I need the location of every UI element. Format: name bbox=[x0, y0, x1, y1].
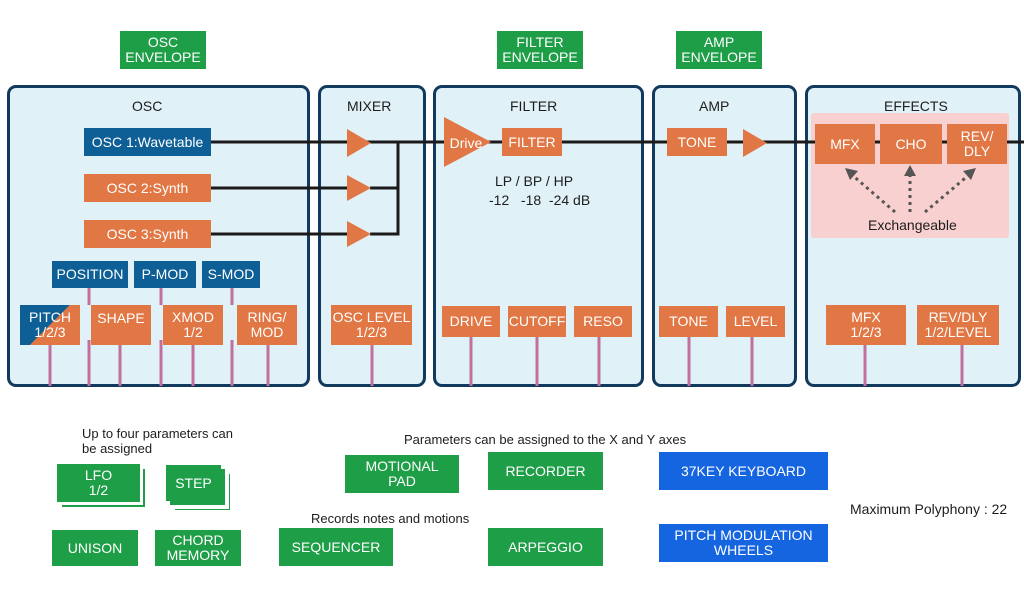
amp-section-title: AMP bbox=[699, 98, 730, 114]
effects-section-title: EFFECTS bbox=[884, 98, 948, 114]
cutoff-param-box: CUTOFF bbox=[508, 306, 566, 337]
recorder-box: RECORDER bbox=[488, 452, 603, 490]
rev-dly-param-box: REV/DLY 1/2/LEVEL bbox=[917, 305, 999, 345]
mixer-section-title: MIXER bbox=[347, 98, 392, 114]
motional-pad-box: MOTIONAL PAD bbox=[345, 455, 459, 493]
p-mod-box: P-MOD bbox=[134, 261, 196, 288]
s-mod-box: S-MOD bbox=[202, 261, 260, 288]
drive-param-box: DRIVE bbox=[442, 306, 500, 337]
xy-axes-note: Parameters can be assigned to the X and … bbox=[404, 432, 687, 447]
shape-box: SHAPE bbox=[91, 305, 151, 345]
step-box: STEP bbox=[166, 465, 221, 501]
drive-label: Drive bbox=[449, 134, 483, 151]
osc-section-title: OSC bbox=[132, 98, 163, 114]
rev-dly-box: REV/ DLY bbox=[947, 124, 1007, 164]
chord-memory-box: CHORD MEMORY bbox=[155, 530, 241, 566]
filter-slopes-text: -12 -18 -24 dB bbox=[489, 192, 591, 208]
filter-section-title: FILTER bbox=[510, 98, 558, 114]
reso-param-box: RESO bbox=[574, 306, 632, 337]
amp-tone-box: TONE bbox=[667, 128, 727, 156]
sequencer-box: SEQUENCER bbox=[279, 528, 393, 566]
filter-box: FILTER bbox=[502, 128, 562, 156]
lfo-box: LFO 1/2 bbox=[57, 464, 140, 502]
four-params-note: Up to four parameters can be assigned bbox=[82, 426, 234, 456]
osc2-synth-box: OSC 2:Synth bbox=[84, 174, 211, 202]
mfx-box: MFX bbox=[815, 124, 875, 164]
pitch-mod-wheels-box: PITCH MODULATION WHEELS bbox=[659, 524, 828, 562]
polyphony-text: Maximum Polyphony : 22 bbox=[850, 501, 1008, 517]
records-note: Records notes and motions bbox=[311, 511, 470, 526]
mfx-param-box: MFX 1/2/3 bbox=[826, 305, 906, 345]
tone-param-box: TONE bbox=[659, 306, 718, 337]
osc-envelope-box: OSC ENVELOPE bbox=[120, 31, 206, 69]
exchange-arrow-left bbox=[845, 168, 858, 180]
arpeggio-box: ARPEGGIO bbox=[488, 528, 603, 566]
cho-box: CHO bbox=[880, 124, 942, 164]
exchange-arrow-right bbox=[963, 168, 976, 180]
osc3-synth-box: OSC 3:Synth bbox=[84, 220, 211, 248]
position-box: POSITION bbox=[52, 261, 128, 288]
filter-types-text: LP / BP / HP bbox=[495, 173, 574, 189]
level-param-box: LEVEL bbox=[726, 306, 785, 337]
osc1-wavetable-box: OSC 1:Wavetable bbox=[84, 128, 211, 156]
exchange-arrow-center bbox=[904, 165, 916, 176]
filter-envelope-box: FILTER ENVELOPE bbox=[497, 31, 583, 69]
keyboard-box: 37KEY KEYBOARD bbox=[659, 452, 828, 490]
pitch-box: PITCH 1/2/3 bbox=[20, 305, 80, 345]
amp-envelope-box: AMP ENVELOPE bbox=[676, 31, 762, 69]
unison-box: UNISON bbox=[52, 530, 138, 566]
ring-mod-box: RING/ MOD bbox=[237, 305, 297, 345]
exchangeable-text: Exchangeable bbox=[868, 217, 957, 233]
xmod-box: XMOD 1/2 bbox=[163, 305, 223, 345]
osc-level-box: OSC LEVEL 1/2/3 bbox=[331, 305, 412, 345]
